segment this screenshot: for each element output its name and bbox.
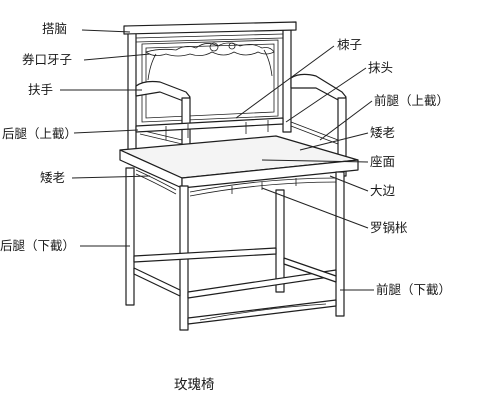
label-frame-rail: 抹头 [368, 60, 393, 75]
back-right-leg-lower [275, 189, 285, 293]
label-front-leg-lower: 前腿（下截） [376, 282, 451, 297]
spandrel-ornament [145, 42, 275, 57]
hump-stretcher-front [189, 177, 339, 193]
label-front-leg-upper: 前腿（上截） [374, 93, 449, 108]
leader-lines [60, 29, 374, 291]
right-armrest [290, 73, 347, 103]
seat-side-edge [181, 159, 359, 189]
label-short-post-right: 矮老 [370, 125, 395, 140]
back-stretcher [133, 247, 277, 263]
bottom-stretcher [187, 299, 337, 325]
label-hump-stretcher: 罗锅枨 [370, 220, 408, 235]
diagram-caption: 玫瑰椅 [174, 377, 215, 393]
back-left-leg-lower [125, 167, 135, 306]
label-seat-panel: 座面 [370, 154, 395, 169]
label-short-post-left: 矮老 [40, 170, 65, 185]
back-panel-frame [141, 39, 279, 123]
side-stretcher-left [133, 267, 181, 297]
label-back-leg-lower: 后腿（下截） [0, 238, 75, 253]
label-armrest: 扶手 [28, 82, 53, 97]
chair-illustration [119, 21, 359, 331]
label-splat: 栜子 [337, 37, 362, 52]
left-armrest [135, 80, 191, 103]
side-stretcher-right [283, 257, 337, 283]
front-right-leg-lower [335, 171, 345, 317]
label-back-leg-upper: 后腿（上截） [2, 126, 77, 141]
label-spandrel: 券口牙子 [22, 52, 72, 67]
label-long-frame: 大边 [370, 183, 396, 198]
part-labels: 搭脑 券口牙子 扶手 后腿（上截） 矮老 后腿（下截） 栜子 抹头 前腿（上截）… [0, 21, 451, 297]
back-low-rail [135, 117, 284, 133]
label-crest-rail: 搭脑 [42, 21, 67, 36]
crest-rail-shape [123, 21, 297, 35]
